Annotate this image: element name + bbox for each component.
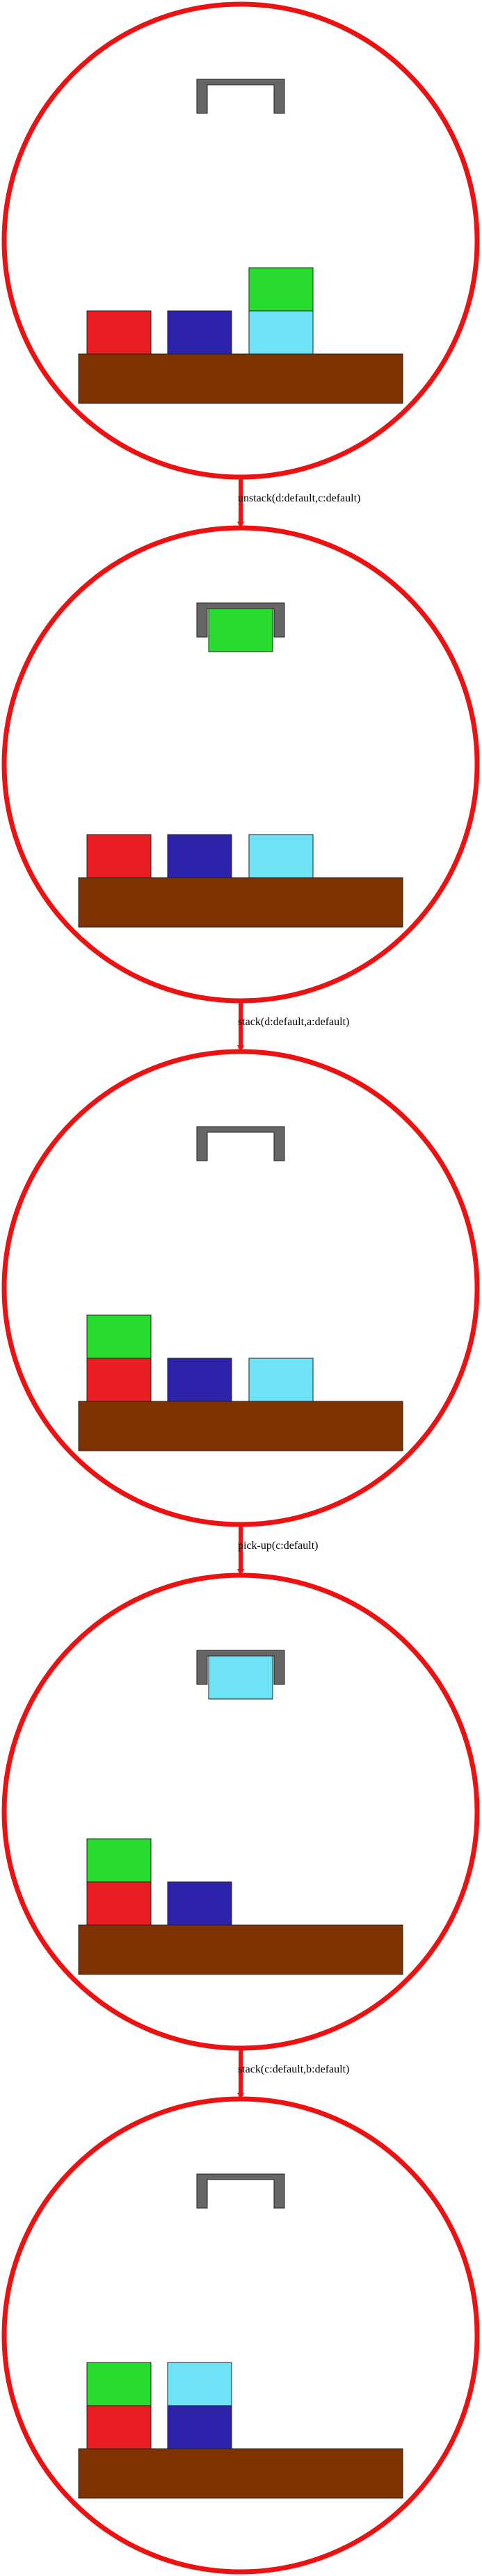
block-c [248, 1358, 314, 1402]
block-b [167, 1358, 232, 1402]
table [78, 2448, 403, 2499]
action-label: stack(d:default,a:default) [238, 1016, 349, 1028]
block-d [248, 267, 314, 312]
state-4 [1, 1572, 480, 2051]
table [78, 353, 403, 404]
held-block-c [208, 1655, 273, 1700]
block-d [86, 1314, 152, 1359]
block-c [248, 310, 314, 355]
gripper-icon [196, 2173, 285, 2209]
state-5 [1, 2096, 480, 2575]
state-circle [1, 525, 480, 1004]
table [78, 1924, 403, 1975]
action-label: pick-up(c:default) [238, 1540, 319, 1552]
gripper-icon [196, 602, 285, 638]
state-circle [1, 1, 480, 480]
block-a [86, 834, 152, 878]
action-label: unstack(d:default,c:default) [238, 492, 360, 504]
table [78, 877, 403, 928]
block-c [248, 834, 314, 878]
block-b [167, 834, 232, 878]
state-circle [1, 2096, 480, 2575]
gripper-icon [196, 1126, 285, 1161]
state-circle [1, 1049, 480, 1527]
block-a [86, 1881, 152, 1926]
gripper-icon [196, 79, 285, 114]
state-3 [1, 1049, 480, 1527]
state-circle [1, 1572, 480, 2051]
block-c [167, 2362, 232, 2406]
state-1 [1, 1, 480, 480]
block-b [167, 2405, 232, 2449]
block-b [167, 1881, 232, 1926]
table [78, 1401, 403, 1451]
block-a [86, 1358, 152, 1402]
action-label: stack(c:default,b:default) [238, 2063, 349, 2075]
block-d [86, 2362, 152, 2406]
gripper-icon [196, 1650, 285, 1685]
block-b [167, 310, 232, 355]
block-a [86, 2405, 152, 2449]
block-d [86, 1838, 152, 1883]
state-2 [1, 525, 480, 1004]
held-block-d [208, 608, 273, 652]
block-a [86, 310, 152, 355]
